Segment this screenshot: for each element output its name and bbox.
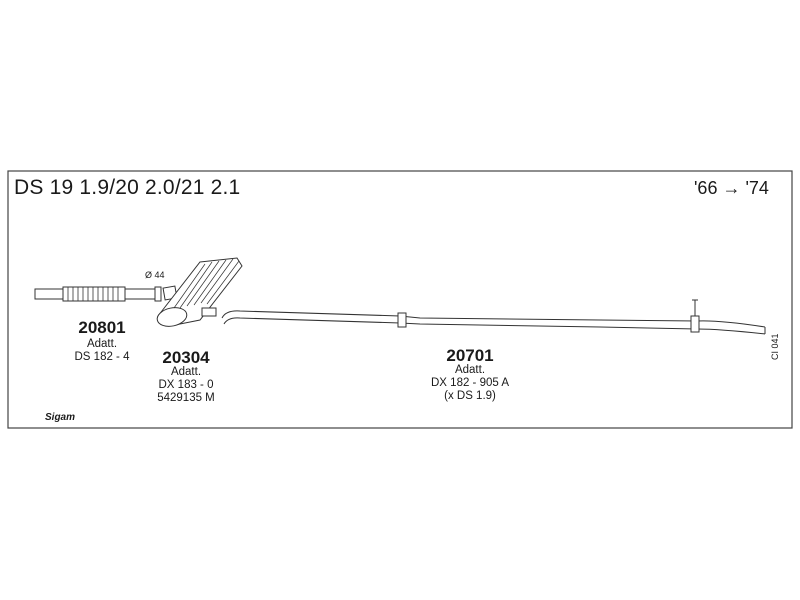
year-range: '66 → '74 — [694, 178, 769, 198]
part-20701-drawing — [221, 299, 766, 335]
diameter-label: Ø 44 — [145, 270, 165, 280]
part-note-20801-adatt: Adatt. — [86, 338, 118, 350]
brand-logo: Sigam — [45, 412, 76, 423]
part-note-20304-oem: 5429135 M — [157, 392, 215, 404]
part-note-20304-ref: DX 183 - 0 — [158, 379, 214, 391]
part-note-20304-adatt: Adatt. — [170, 366, 202, 378]
part-number-20701: 20701 — [446, 346, 494, 365]
part-note-20701-applicability: (x DS 1.9) — [444, 390, 496, 402]
part-note-20701-adatt: Adatt. — [454, 364, 486, 376]
panel-border — [7, 170, 793, 429]
part-20801-drawing — [34, 286, 162, 302]
model-title: DS 19 1.9/20 2.0/21 2.1 — [14, 176, 241, 199]
catalog-code: CI 041 — [770, 333, 780, 360]
part-number-20304: 20304 — [162, 348, 210, 367]
part-20304-drawing — [156, 257, 243, 327]
part-note-20801-ref: DS 182 - 4 — [74, 351, 130, 363]
part-note-20701-ref: DX 182 - 905 A — [431, 377, 509, 389]
part-number-20801: 20801 — [78, 318, 126, 337]
